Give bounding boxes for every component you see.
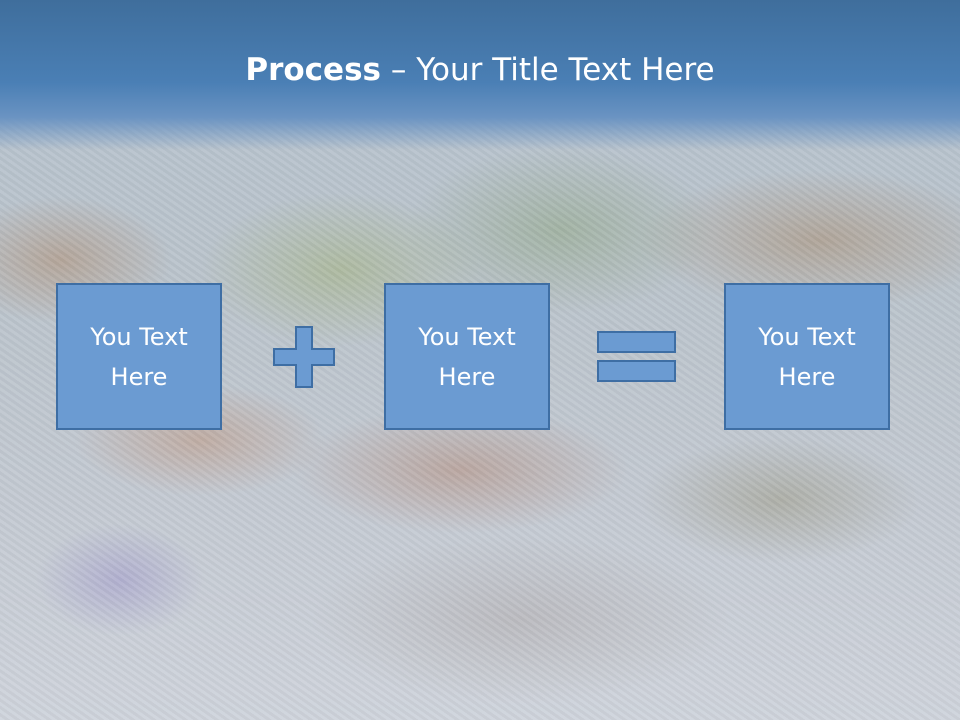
equals-icon — [597, 331, 676, 382]
process-box-1-text: You Text Here — [90, 322, 188, 391]
title-bold: Process — [245, 52, 381, 88]
process-box-2: You Text Here — [384, 283, 550, 430]
slide-title: Process – Your Title Text Here — [0, 52, 960, 88]
process-box-3-text: You Text Here — [758, 322, 856, 391]
process-box-1: You Text Here — [56, 283, 222, 430]
process-box-3: You Text Here — [724, 283, 890, 430]
title-rest: – Your Title Text Here — [381, 52, 715, 88]
plus-icon — [273, 326, 335, 388]
process-box-2-text: You Text Here — [418, 322, 516, 391]
title-band — [0, 0, 960, 150]
